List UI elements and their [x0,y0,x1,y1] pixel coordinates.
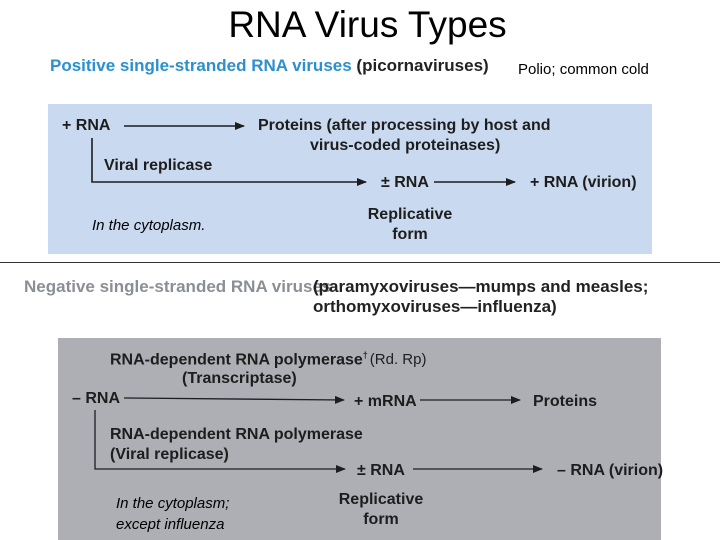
negative-location-1: In the cytoplasm; [116,495,230,512]
neg-form-text: form [363,511,399,528]
negative-header-group-1: (paramyxoviruses—mumps and measles; [313,277,649,296]
section-divider [0,262,720,263]
minus-rna-label: – RNA [72,390,121,407]
arrow-neg-replicase [94,410,346,473]
plus-rna-virion-label: + RNA (virion) [530,174,637,191]
positive-panel [48,104,652,254]
plus-mrna-label: + mRNA [354,393,417,410]
rdrp-label-2: RNA-dependent RNA polymerase [110,426,363,443]
positive-note: Polio; common cold [518,61,649,78]
positive-header: Positive single-stranded RNA viruses (pi… [50,56,489,76]
proteins-line-2: virus-coded proteinases) [310,137,501,154]
replicative-text: Replicative [367,206,453,223]
negative-panel [58,338,661,540]
arrow-neg-rna-to-mrna [123,395,345,404]
negative-header-group-2: orthomyxoviruses—influenza) [313,297,557,316]
plus-rna-label: + RNA [62,117,111,134]
arrow-replicase-to-pm-rna [91,138,367,186]
neg-replicative-text: Replicative [338,491,424,508]
positive-header-main: Positive single-stranded RNA viruses [50,56,352,75]
positive-location: In the cytoplasm. [92,217,206,234]
neg-pm-rna-label: ± RNA [357,462,405,479]
slide-title: RNA Virus Types [228,4,507,45]
neg-replicative-form-label: Replicative form [331,491,431,529]
replicative-form-label: Replicative form [360,206,460,244]
positive-header-group: (picornaviruses) [356,56,489,75]
negative-header-main: Negative single-stranded RNA viruses [24,277,332,296]
proteins-line-1: Proteins (after processing by host and [258,117,551,134]
proteins-label: Proteins [533,393,598,410]
viral-replicase-label: Viral replicase [104,157,213,174]
form-text: form [392,226,428,243]
minus-rna-virion-label: – RNA (virion) [557,462,664,479]
rdrp-text: RNA-dependent RNA polymerase [110,351,363,369]
dagger-mark: † [362,350,368,360]
rdrp-abbrev: (Rd. Rp) [369,351,427,369]
transcriptase-label: (Transcriptase) [182,370,297,387]
negative-location-2: except influenza [116,516,225,533]
pm-rna-label: ± RNA [381,174,429,191]
viral-replicase-paren: (Viral replicase) [110,446,229,463]
rdrp-label: RNA-dependent RNA polymerase†(Rd. Rp) [110,350,426,369]
